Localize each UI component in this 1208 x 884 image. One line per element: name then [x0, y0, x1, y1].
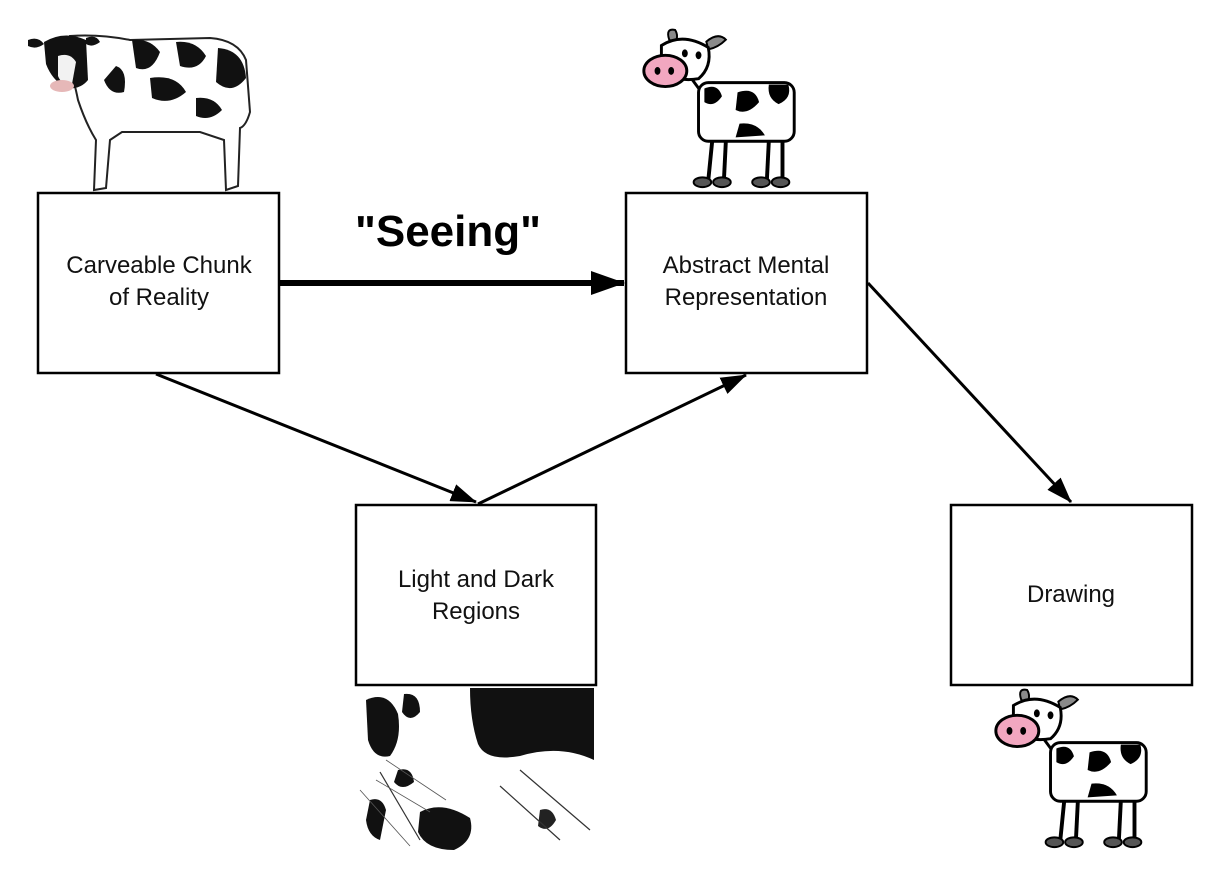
node-reality: Carveable Chunk of Reality: [36, 191, 281, 375]
node-drawing-line1: Drawing: [1027, 581, 1115, 608]
real-cow-picture: [28, 34, 252, 192]
node-regions-line2: Regions: [432, 598, 520, 625]
mental-to-drawing-arrow: [866, 281, 1073, 504]
node-drawing: Drawing: [949, 503, 1194, 687]
light-dark-image: [356, 686, 596, 852]
node-regions-line1: Light and Dark: [398, 566, 555, 593]
regions-to-mental-arrow: [477, 373, 747, 506]
reality-to-regions-arrow: [155, 372, 477, 504]
cartoon-cow-top-picture: [644, 30, 794, 187]
node-reality-line1: Carveable Chunk: [66, 252, 252, 279]
node-mental-line1: Abstract Mental: [663, 252, 830, 279]
node-mental-line2: Representation: [665, 284, 828, 311]
seeing-label: "Seeing": [355, 207, 541, 256]
node-mental: Abstract Mental Representation: [624, 191, 869, 375]
cartoon-cow-bottom-picture: [996, 690, 1146, 847]
node-reality-line2: of Reality: [109, 284, 209, 311]
node-regions: Light and Dark Regions: [354, 503, 598, 687]
